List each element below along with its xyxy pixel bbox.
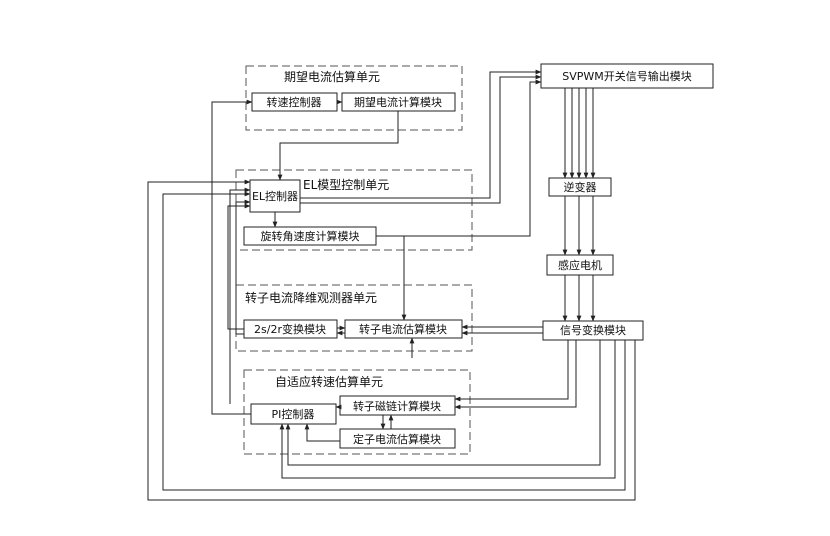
expected-current-calc-label: 期望电流计算模块 [354,95,442,109]
svpwm-label: SVPWM开关信号输出模块 [562,69,692,83]
unit-label-adaptive-speed: 自适应转速估算单元 [275,374,383,389]
inverter-block: 逆变器 [548,177,612,197]
stator-current-est-label: 定子电流估算模块 [353,432,441,446]
signal-transform-block: 信号变换模块 [542,320,644,341]
unit-frame-adaptive-speed [243,369,471,455]
transform-2s2r-label: 2s/2r变换模块 [254,322,326,336]
el-controller-block: EL控制器 [249,179,301,213]
svpwm-block: SVPWM开关信号输出模块 [540,63,714,89]
rotation-angle-speed-label: 旋转角速度计算模块 [261,229,360,243]
rotation-angle-speed-block: 旋转角速度计算模块 [243,226,377,246]
induction-motor-block: 感应电机 [546,254,614,276]
unit-label-rotor-observer: 转子电流降维观测器单元 [245,290,377,305]
rotor-flux-calc-block: 转子磁链计算模块 [339,395,456,416]
el-controller-label: EL控制器 [252,189,298,203]
pi-controller-label: PI控制器 [272,407,315,421]
unit-frame-expected-current [245,65,463,131]
rotor-flux-calc-label: 转子磁链计算模块 [353,399,441,413]
stator-current-est-block: 定子电流估算模块 [339,428,456,449]
connection-lines [147,69,636,501]
unit-label-el-model: EL模型控制单元 [303,178,389,192]
transform-2s2r-block: 2s/2r变换模块 [243,319,338,339]
rotor-current-est-block: 转子电流估算模块 [344,319,463,339]
speed-controller-label: 转速控制器 [267,95,322,109]
unit-label-expected-current: 期望电流估算单元 [284,69,380,84]
signal-transform-label: 信号变换模块 [560,323,626,337]
induction-motor-label: 感应电机 [558,258,602,272]
inverter-label: 逆变器 [564,180,597,194]
speed-controller-block: 转速控制器 [251,92,338,112]
expected-current-calc-block: 期望电流计算模块 [341,92,456,112]
rotor-current-est-label: 转子电流估算模块 [359,322,447,336]
pi-controller-block: PI控制器 [250,403,337,425]
